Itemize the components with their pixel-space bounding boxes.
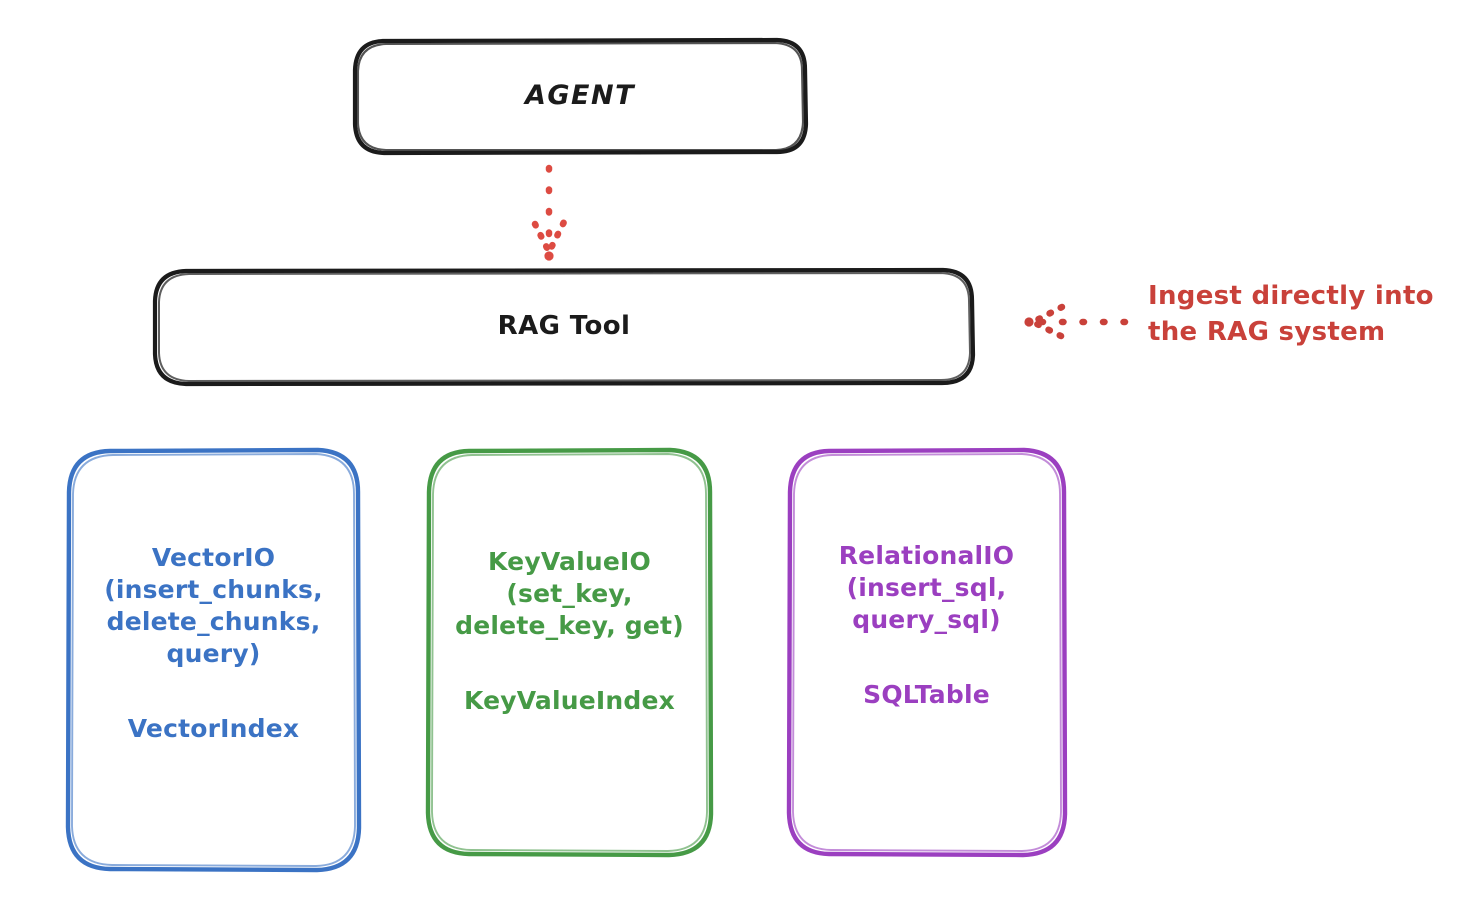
- vector-io-node-label: VectorIO (insert_chunks, delete_chunks, …: [104, 542, 323, 668]
- rag-tool-node-label: RAG Tool: [497, 311, 631, 342]
- relational-io-box-outline: [786, 447, 1068, 858]
- rag-tool-box-outline: [152, 267, 976, 387]
- relational-io-node[interactable]: RelationalIO (insert_sql, query_sql) SQL…: [789, 450, 1064, 855]
- relational-io-node-sublabel: SQLTable: [863, 680, 990, 709]
- key-value-io-node-sublabel: KeyValueIndex: [463, 686, 676, 715]
- agent-box-outline: [352, 37, 809, 156]
- ingest-annotation-text: Ingest directly into the RAG system: [1148, 281, 1434, 347]
- ingest-to-rag-tool-arrow: [1024, 303, 1129, 341]
- vector-io-box-outline: [65, 447, 362, 873]
- vector-io-node-sublabel: VectorIndex: [127, 713, 300, 743]
- relational-io-node-content: RelationalIO (insert_sql, query_sql) SQL…: [797, 540, 1056, 709]
- rag-tool-node[interactable]: RAG Tool: [155, 270, 973, 384]
- vector-io-node[interactable]: VectorIO (insert_chunks, delete_chunks, …: [68, 450, 359, 870]
- key-value-io-box-outline: [425, 447, 714, 858]
- agent-to-rag-tool-arrow: [531, 164, 568, 261]
- agent-node[interactable]: AGENT: [355, 40, 805, 153]
- agent-node-label: AGENT: [524, 80, 635, 112]
- key-value-io-node[interactable]: KeyValueIO (set_key, delete_key, get) Ke…: [428, 450, 711, 855]
- vector-io-node-content: VectorIO (insert_chunks, delete_chunks, …: [78, 542, 349, 743]
- key-value-io-node-content: KeyValueIO (set_key, delete_key, get) Ke…: [436, 546, 703, 715]
- key-value-io-node-label: KeyValueIO (set_key, delete_key, get): [455, 547, 684, 640]
- relational-io-node-label: RelationalIO (insert_sql, query_sql): [838, 541, 1015, 634]
